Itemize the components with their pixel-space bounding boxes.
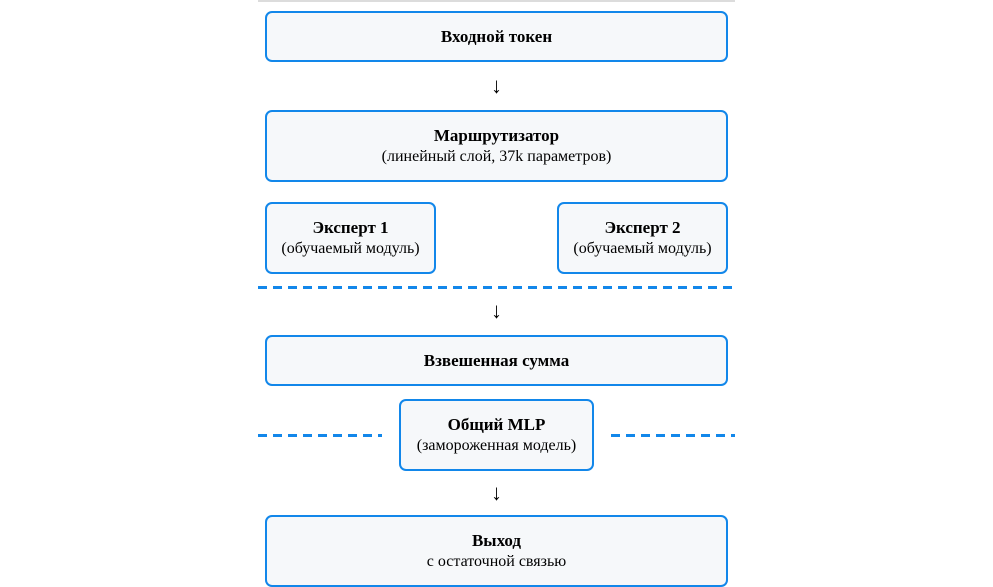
node-weighted-sum: Взвешенная сумма [265,335,728,386]
node-shared-mlp-subtitle: (замороженная модель) [416,437,577,454]
shared-mlp-row: Общий MLP (замороженная модель) [258,399,735,471]
node-router-title: Маршрутизатор [433,126,560,145]
dashed-separator-right [611,433,735,437]
node-weighted-sum-title: Взвешенная сумма [423,351,570,370]
node-expert-1: Эксперт 1 (обучаемый модуль) [265,202,436,274]
node-input-token-title: Входной токен [440,27,553,46]
node-output-title: Выход [471,531,522,550]
experts-row: Эксперт 1 (обучаемый модуль) Эксперт 2 (… [265,202,728,274]
node-shared-mlp: Общий MLP (замороженная модель) [399,399,594,471]
node-expert-2: Эксперт 2 (обучаемый модуль) [557,202,728,274]
down-arrow-icon: ↓ [491,480,502,505]
node-expert-1-subtitle: (обучаемый модуль) [281,240,420,257]
node-shared-mlp-title: Общий MLP [447,415,546,434]
moe-flow-diagram: Входной токен ↓ Маршрутизатор (линейный … [258,0,735,587]
down-arrow-icon: ↓ [491,298,502,323]
down-arrow-icon: ↓ [491,73,502,98]
node-expert-2-title: Эксперт 2 [604,218,681,237]
node-expert-1-title: Эксперт 1 [312,218,389,237]
node-output-subtitle: с остаточной связью [426,553,567,570]
dashed-separator [258,286,735,289]
dashed-separator-left [258,433,382,437]
node-input-token: Входной токен [265,11,728,62]
node-router: Маршрутизатор (линейный слой, 37k параме… [265,110,728,182]
node-output: Выход с остаточной связью [265,515,728,587]
node-router-subtitle: (линейный слой, 37k параметров) [381,148,612,165]
node-expert-2-subtitle: (обучаемый модуль) [573,240,712,257]
